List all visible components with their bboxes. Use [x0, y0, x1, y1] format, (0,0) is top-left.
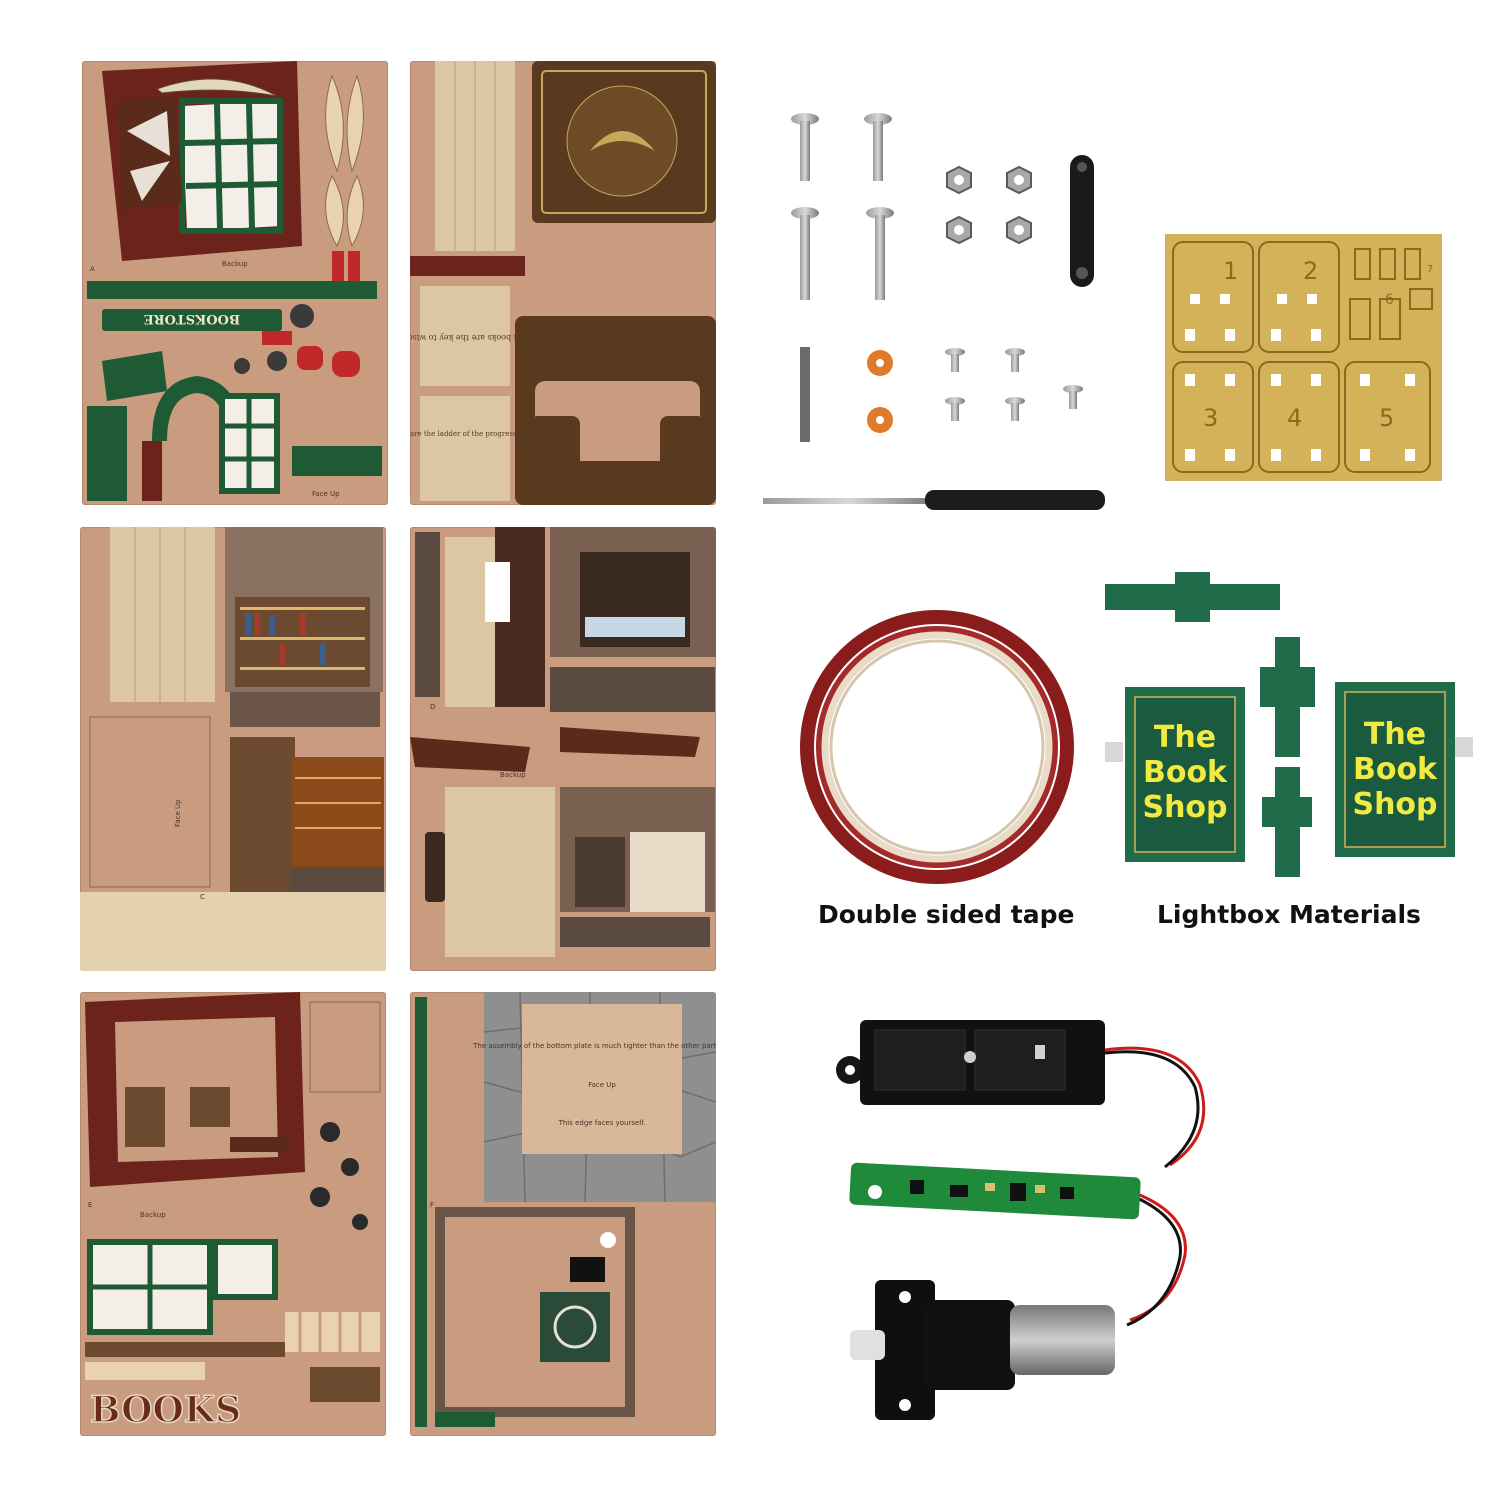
books-sign-text: BOOKS: [90, 1389, 241, 1431]
feather-part: [155, 78, 278, 97]
circuit-board: [849, 1162, 1141, 1220]
svg-text:The: The: [1364, 717, 1426, 752]
bookstore-sign-text: BOOKSTORE: [144, 311, 240, 326]
svg-text:Backup: Backup: [222, 260, 248, 268]
svg-text:Book: Book: [1353, 752, 1438, 787]
sheet-c: Face Up C: [80, 527, 386, 971]
svg-text:Shop: Shop: [1142, 790, 1227, 825]
tape-caption: Double sided tape: [818, 900, 1075, 929]
bottom-plate-note-panel: [522, 1004, 682, 1154]
screwdriver-icon: [763, 490, 1105, 510]
svg-text:E: E: [88, 1201, 92, 1209]
svg-text:The books are the ladder of th: The books are the ladder of the progress…: [410, 430, 559, 438]
sheet-e-parts: BOOKS E Backup: [85, 992, 381, 1432]
sheet-c-parts: Face Up C: [80, 527, 386, 971]
svg-text:The assembly of the bottom pla: The assembly of the bottom plate is much…: [472, 1042, 716, 1050]
sheet-d: D Backup: [410, 527, 716, 971]
sheet-b-parts: Good books are the key to wisdom The boo…: [410, 61, 716, 505]
long-screw: [791, 113, 819, 181]
svg-text:This edge faces yourself.: This edge faces yourself.: [558, 1119, 646, 1127]
svg-text:Face Up: Face Up: [588, 1081, 616, 1089]
sheet-d-parts: D Backup: [410, 527, 716, 957]
electronics-group: [836, 1020, 1206, 1420]
sheet-e: BOOKS E Backup: [80, 992, 386, 1436]
lattice-part: [117, 96, 182, 211]
bookshelf-scene: [235, 597, 370, 687]
pin: [800, 347, 810, 442]
svg-text:Face Up: Face Up: [174, 799, 182, 827]
quote-panel-1: [420, 286, 510, 386]
hardware-group: [763, 113, 1105, 510]
long-screw: [866, 207, 894, 300]
small-screws: [945, 348, 1083, 421]
svg-text:F: F: [430, 1201, 434, 1209]
svg-text:6: 6: [1385, 292, 1394, 308]
quote-panel-2: [420, 396, 510, 501]
bookstore-sign-board: [102, 309, 282, 331]
svg-text:D: D: [430, 703, 435, 711]
sheet-b: Good books are the key to wisdom The boo…: [410, 61, 716, 505]
svg-text:Good books are the key to wisd: Good books are the key to wisdom: [410, 333, 535, 342]
door-part: [87, 406, 127, 501]
brace-sheet: 1 2 3 4 5 6 7: [1165, 234, 1442, 481]
svg-text:7: 7: [1427, 264, 1433, 275]
arch-part: [152, 376, 242, 441]
sheet-a-parts: BOOKSTORE A Backup Face Up: [87, 61, 382, 501]
svg-text:5: 5: [1379, 404, 1394, 432]
lightbox-sign-left: The Book Shop: [1105, 687, 1245, 862]
sheet-f-parts: The assembly of the bottom plate is much…: [415, 992, 716, 1427]
svg-text:1: 1: [1223, 257, 1238, 285]
svg-text:Shop: Shop: [1352, 787, 1437, 822]
battery-box: [836, 1020, 1105, 1105]
lightbox-materials: The Book Shop The Book Shop: [1105, 572, 1473, 877]
svg-text:Backup: Backup: [500, 771, 526, 779]
svg-text:Book: Book: [1143, 755, 1228, 790]
double-sided-tape-icon: [800, 610, 1074, 884]
sheet-a-letter: A: [90, 265, 95, 273]
sheet-a: BOOKSTORE A Backup Face Up: [82, 61, 388, 505]
svg-text:4: 4: [1287, 404, 1302, 432]
svg-text:Face Up: Face Up: [312, 490, 340, 498]
svg-text:The: The: [1154, 720, 1216, 755]
lightbox-sign-right: The Book Shop: [1335, 682, 1473, 857]
long-screw: [791, 207, 819, 300]
link-bar: [1070, 155, 1094, 287]
sheet-f: The assembly of the bottom plate is much…: [410, 992, 716, 1436]
window-part: [182, 101, 282, 231]
svg-text:3: 3: [1203, 404, 1218, 432]
motor-icon: [850, 1280, 1115, 1420]
svg-text:C: C: [200, 893, 205, 901]
long-screw: [864, 113, 892, 181]
curtain-window: [630, 832, 705, 912]
svg-text:2: 2: [1303, 257, 1318, 285]
lightbox-caption: Lightbox Materials: [1157, 900, 1421, 929]
svg-text:B: B: [515, 260, 520, 268]
svg-text:Backup: Backup: [140, 1211, 166, 1219]
library-scene: [292, 757, 384, 867]
